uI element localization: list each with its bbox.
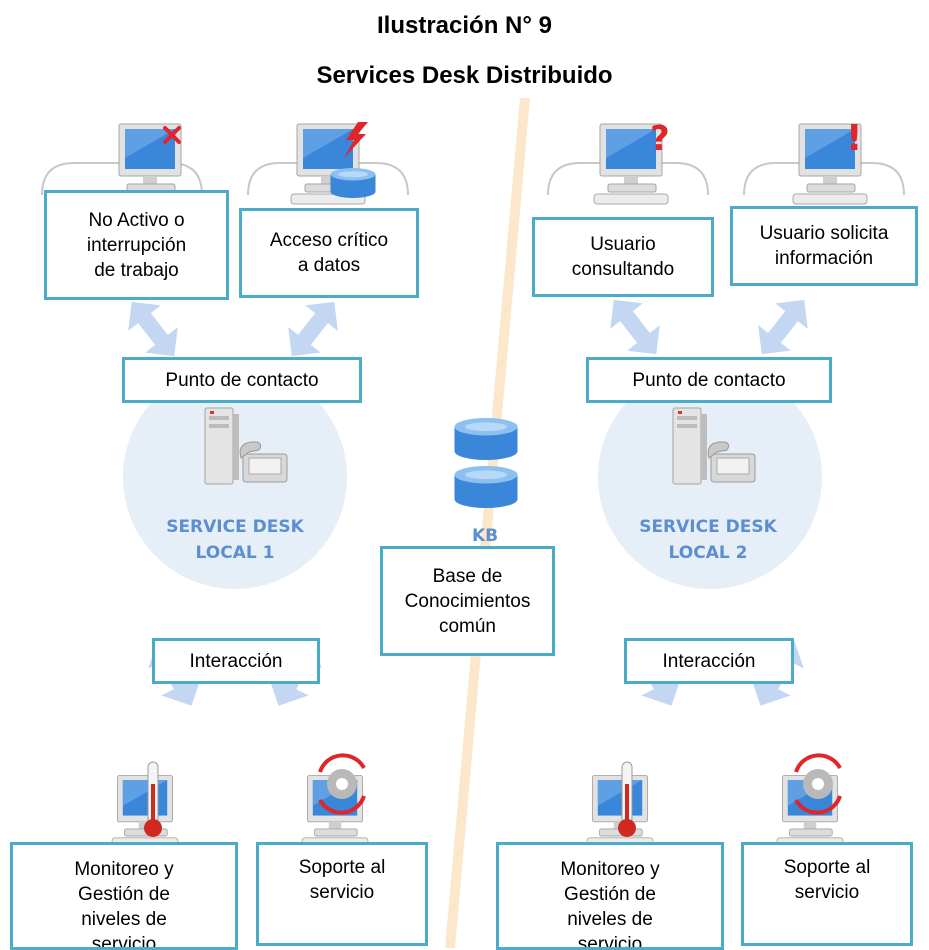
box-soporte-left: Soporte al servicio: [256, 842, 428, 946]
pc-icon: [111, 775, 179, 848]
box-usuario-solicita: Usuario solicita información: [730, 206, 918, 286]
kb-label: KB: [472, 526, 499, 546]
box-monitoreo-left: Monitoreo y Gestión de niveles de servic…: [10, 842, 238, 950]
service-desk-local-1-label: SERVICE DESK LOCAL 1: [166, 517, 304, 563]
service-desk-local-2-label: SERVICE DESK LOCAL 2: [639, 517, 777, 563]
box-acceso-critico: Acceso crítico a datos: [239, 208, 419, 298]
figure-title: Ilustración N° 9: [377, 12, 552, 39]
thermometer-icon: [618, 761, 636, 837]
interaction-left: Interacción: [152, 638, 320, 684]
red-exclamation-icon: !: [846, 118, 862, 159]
box-monitoreo-right: Monitoreo y Gestión de niveles de servic…: [496, 842, 724, 950]
database-icon: [454, 466, 518, 508]
box-soporte-right: Soporte al servicio: [741, 842, 913, 946]
contact-point-right: Punto de contacto: [586, 357, 832, 403]
gear-refresh-icon: [318, 753, 366, 815]
arrow-icon: [745, 287, 821, 367]
arrow-icon: [597, 287, 673, 367]
center-divider: [445, 98, 530, 948]
figure-subtitle: Services Desk Distribuido: [316, 62, 613, 89]
red-x-icon: [163, 126, 181, 144]
red-question-icon: ?: [650, 119, 670, 159]
kb-box: Base de Conocimientos común: [380, 546, 555, 656]
gear-refresh-icon: [794, 753, 842, 815]
interaction-right: Interacción: [624, 638, 794, 684]
pc-icon: [586, 775, 654, 848]
database-icon: [330, 168, 376, 198]
service-desk-2-circle: [598, 365, 822, 589]
thermometer-icon: [144, 761, 162, 837]
box-usuario-consultando: Usuario consultando: [532, 217, 714, 297]
red-lightning-icon: [344, 122, 368, 158]
contact-point-left: Punto de contacto: [122, 357, 362, 403]
database-icon: [454, 418, 518, 460]
box-no-activo: No Activo o interrupción de trabajo: [44, 190, 229, 300]
